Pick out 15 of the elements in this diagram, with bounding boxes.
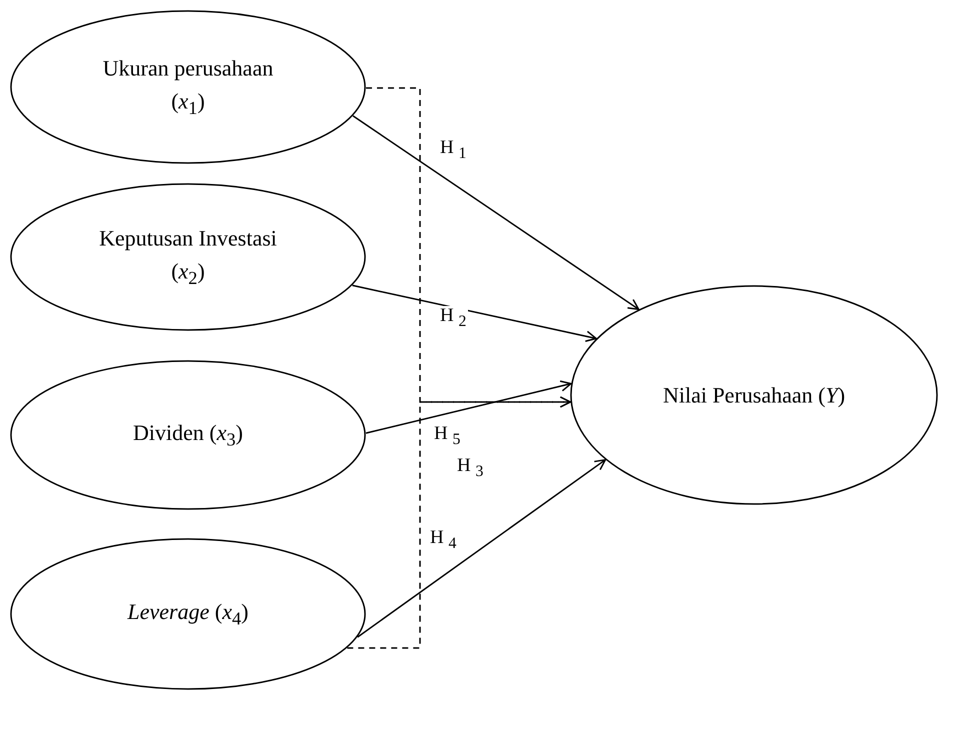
arrow bbox=[357, 459, 606, 638]
ellipse-node bbox=[10, 10, 366, 164]
node-label: Nilai Perusahaan (Y) bbox=[662, 382, 846, 410]
ellipse-node bbox=[570, 285, 938, 505]
arrow bbox=[366, 380, 572, 434]
node-label: Dividen (x$_{3}$) bbox=[132, 419, 244, 452]
arrow bbox=[352, 115, 640, 310]
arrow bbox=[352, 284, 597, 342]
ellipse-node bbox=[10, 183, 366, 331]
dashed-arrow bbox=[347, 396, 572, 649]
ellipse-node bbox=[10, 538, 366, 690]
node-label: Leverage (x$_{4}$) bbox=[126, 598, 250, 630]
node-label: Keputusan Investasi (x$_{2}$) bbox=[98, 224, 278, 290]
ellipse-node bbox=[10, 360, 366, 510]
node-label: Ukuran perusahaan (x$_{1}$) bbox=[102, 54, 274, 120]
